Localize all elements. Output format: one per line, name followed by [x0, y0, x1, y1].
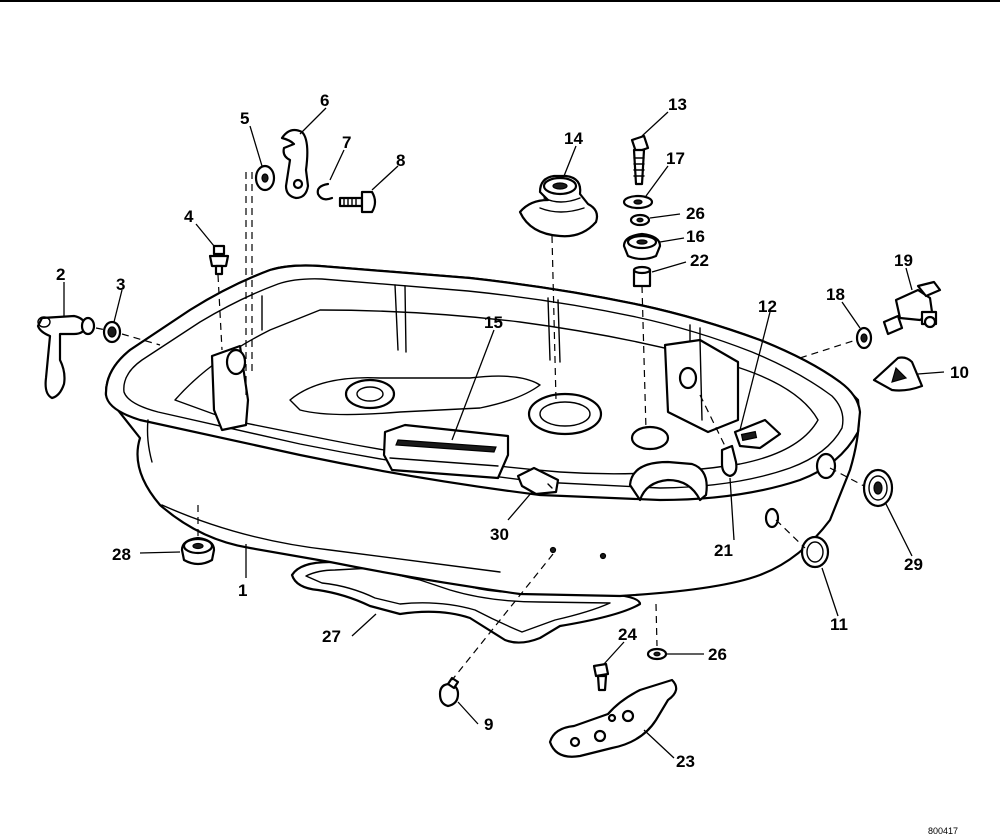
top-border-line: [0, 0, 1000, 2]
part-24-screw: [592, 662, 610, 692]
part-10-clip: [872, 356, 924, 392]
callout-19: 19: [894, 251, 913, 270]
callout-4: 4: [184, 207, 194, 226]
part-22-sleeve: [632, 265, 652, 288]
part-4-fitting: [208, 244, 230, 276]
part-9-plug: [438, 676, 460, 708]
callout-23: 23: [676, 752, 695, 771]
part-26-washer-upper: [629, 213, 651, 227]
callout-29: 29: [904, 555, 923, 574]
part-5-washer: [254, 164, 276, 192]
part-23-bracket: [548, 678, 678, 758]
part-14-boot: [518, 174, 599, 238]
callout-24: 24: [618, 625, 637, 644]
part-17-washer: [622, 194, 654, 210]
callout-2: 2: [56, 265, 65, 284]
callout-10: 10: [950, 363, 969, 382]
callout-12: 12: [758, 297, 777, 316]
callout-26-upper: 26: [686, 204, 705, 223]
part-28-grommet: [180, 536, 216, 566]
part-3-washer: [102, 320, 122, 344]
callout-17: 17: [666, 149, 685, 168]
part-6-latch-hook: [280, 128, 310, 200]
part-21-screw: [720, 444, 738, 478]
callout-6: 6: [320, 91, 329, 110]
callout-9: 9: [484, 715, 493, 734]
callout-26-lower: 26: [708, 645, 727, 664]
callout-13: 13: [668, 95, 687, 114]
callout-14: 14: [564, 129, 583, 148]
callout-30: 30: [490, 525, 509, 544]
callout-1: 1: [238, 581, 247, 600]
part-29-grommet: [862, 468, 894, 508]
callout-15: 15: [484, 313, 503, 332]
figure-code: 800417: [928, 826, 958, 836]
callout-16: 16: [686, 227, 705, 246]
callout-5: 5: [240, 109, 249, 128]
part-18-washer: [855, 326, 873, 350]
callout-28: 28: [112, 545, 131, 564]
callout-11: 11: [830, 615, 848, 634]
part-1-lower-cover: [104, 264, 862, 598]
alignment-lines: [95, 172, 865, 681]
leader-lines: [63, 107, 945, 759]
part-26-washer-lower: [646, 647, 668, 661]
callout-22: 22: [690, 251, 709, 270]
part-7-ring: [316, 182, 334, 201]
part-16-grommet: [622, 232, 662, 261]
part-8-screw: [338, 190, 377, 214]
callout-27: 27: [322, 627, 341, 646]
part-15-floor-pad: [382, 423, 510, 480]
part-13-bolt: [630, 134, 650, 186]
callout-3: 3: [116, 275, 125, 294]
callout-labels: 1 2 3 4 5 6 7 8 9 10 11 12 13 14 15 16 1…: [56, 91, 969, 771]
callout-18: 18: [826, 285, 845, 304]
part-19-valve: [882, 280, 942, 336]
part-11-grommet: [800, 535, 830, 569]
part-30-small-bracket: [516, 466, 560, 496]
part-2-lever: [36, 314, 96, 400]
callout-21: 21: [714, 541, 733, 560]
callout-8: 8: [396, 151, 405, 170]
callout-7: 7: [342, 133, 351, 152]
